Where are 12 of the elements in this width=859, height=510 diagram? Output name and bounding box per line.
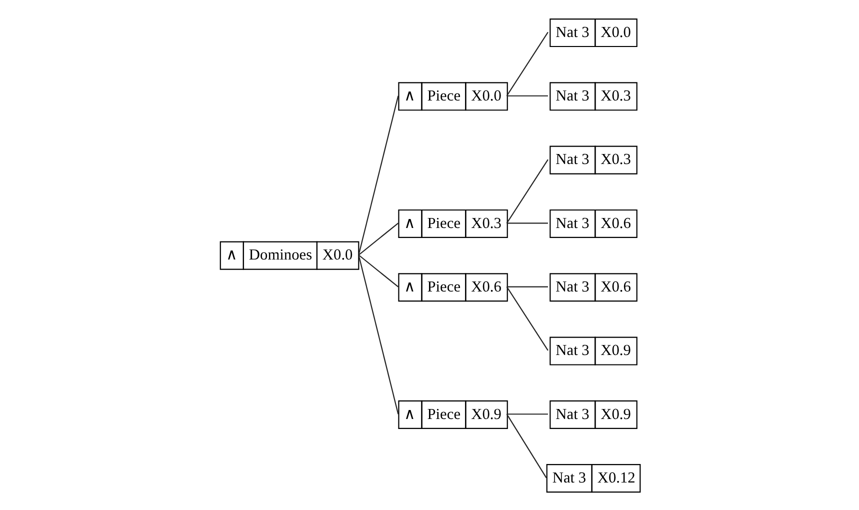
connector bbox=[506, 222, 548, 224]
connector bbox=[506, 159, 548, 224]
connector bbox=[506, 95, 548, 96]
connector bbox=[506, 286, 548, 351]
connector bbox=[506, 414, 546, 478]
connector bbox=[358, 254, 398, 288]
connector bbox=[506, 32, 548, 96]
connector bbox=[358, 254, 398, 414]
connector bbox=[358, 96, 398, 256]
connector bbox=[358, 222, 398, 256]
connector bbox=[506, 286, 548, 288]
connector bbox=[506, 414, 548, 415]
